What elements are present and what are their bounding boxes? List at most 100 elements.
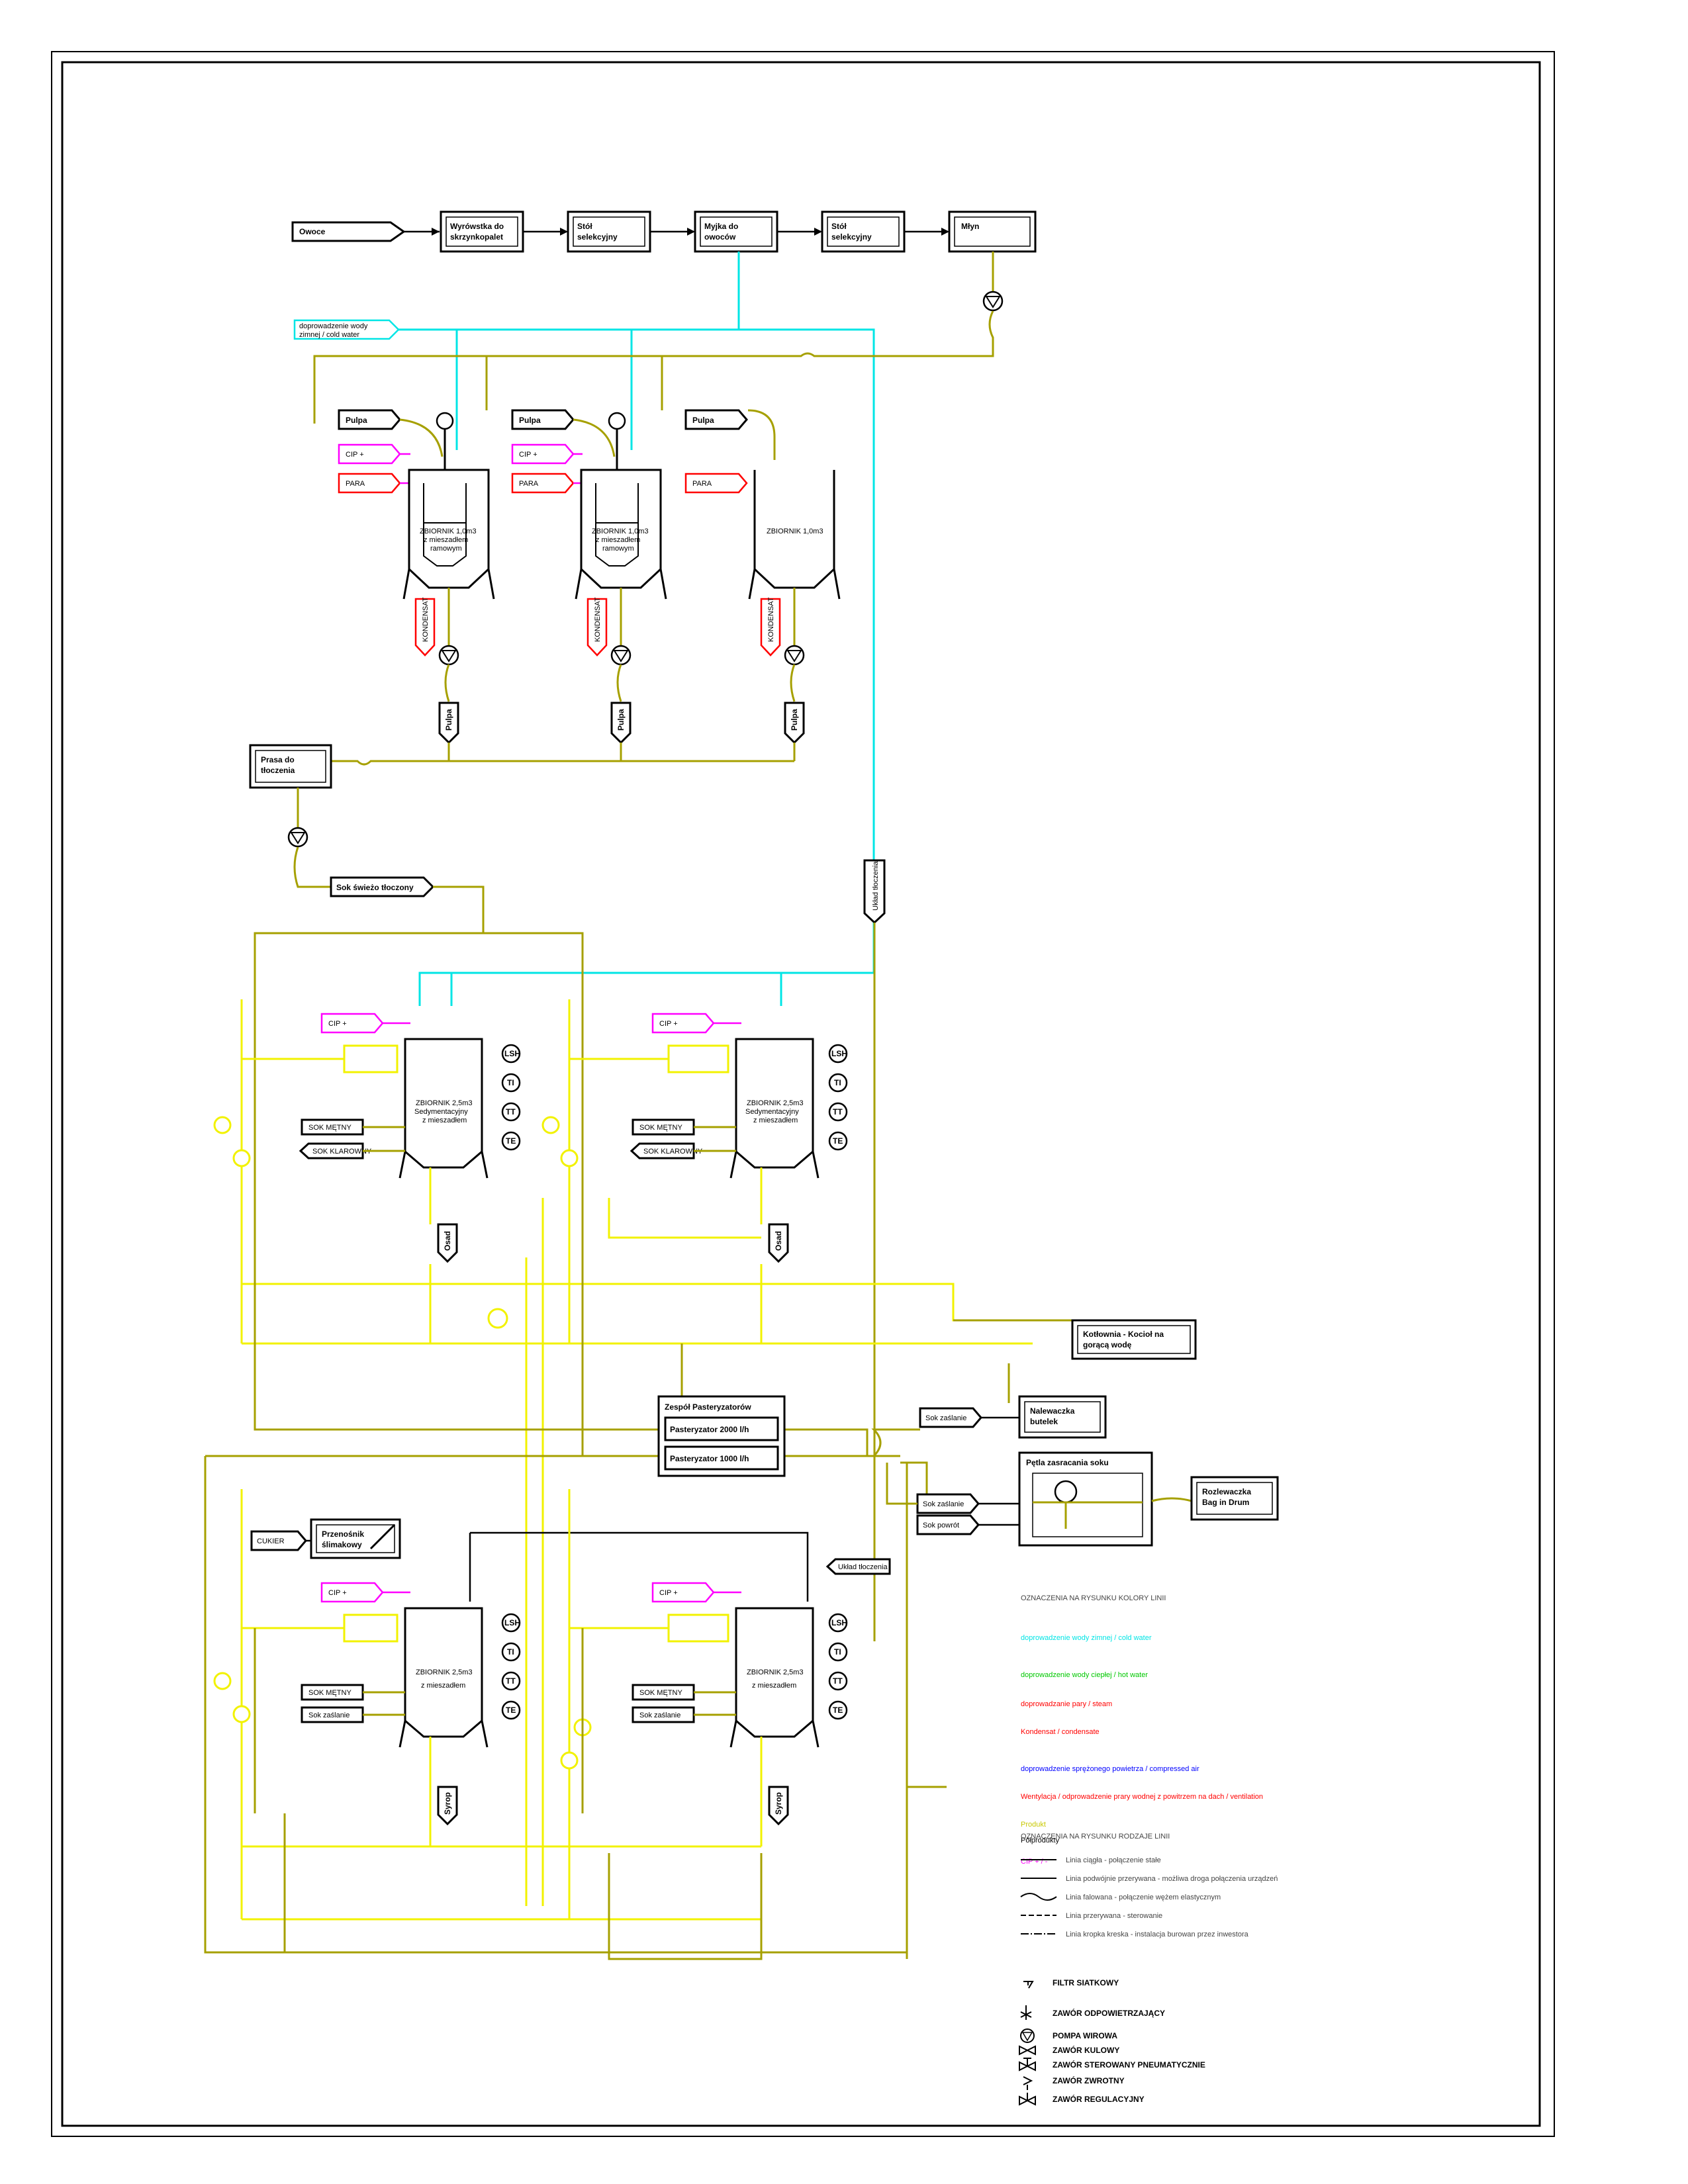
osad-2: Osad (774, 1231, 783, 1251)
pasteur-p2: Pasteryzator 1000 l/h (670, 1454, 749, 1463)
legend-symbol-4: ZAWÓR KULOWY (1053, 2045, 1119, 2055)
box-wyrowstka-l2: skrzynkopalet (450, 232, 503, 242)
right-tag-2: Sok zaślanie (923, 1500, 964, 1508)
legend-lines: OZNACZENIA NA RYSUNKU RODZAJE LINII Lini… (1020, 1833, 1278, 1938)
pasteur-p1: Pasteryzator 2000 l/h (670, 1425, 749, 1434)
sed-tank-1-l2: Sedymentacyjny (414, 1108, 468, 1116)
sugar-label: CUKIER (257, 1537, 285, 1545)
sok-metny-3: SOK MĘTNY (308, 1689, 352, 1697)
box-stol-1-l1: Stół (577, 222, 592, 231)
legend-line-4: Linia przerywana - sterowanie (1066, 1912, 1162, 1920)
pulp-tags: Pulpa Pulpa Pulpa (338, 409, 748, 457)
syrop-1: Syrop (443, 1792, 452, 1815)
instrument-stack: LSH TI TT TE (501, 1044, 521, 1151)
process-line: Owoce Wyrówstka do skrzynkopalet Stół se… (291, 210, 1037, 253)
sed-tank-1: CIP + ZBIORNIK 2,5m3 Sedymentacyjny z mi… (299, 1013, 521, 1263)
cip-tag-4: CIP + (659, 1020, 678, 1028)
pulp-tag-1: Pulpa (346, 416, 367, 425)
right-tag-3: Sok powrót (923, 1522, 959, 1529)
mix-tank-1: ZBIORNIK 1,0m3 z mieszadłem ramowym (402, 412, 495, 600)
legend-symbols: FILTR SIATKOWY ZAWÓR ODPOWIETRZAJĄCY POM… (1019, 1978, 1205, 2106)
instrument-ti-3: TI (507, 1647, 514, 1657)
kondensat-3: KONDENSAT (767, 597, 775, 642)
legend-symbol-1: FILTR SIATKOWY (1053, 1978, 1119, 1987)
instrument-tt-2: TT (833, 1107, 843, 1116)
bottling-l1: Nalewaczka (1030, 1406, 1075, 1416)
box-mlyn-label: Młyn (961, 222, 979, 231)
boiler-l2: gorącą wodę (1083, 1340, 1132, 1349)
instrument-stack: LSH TI TT TE (828, 1044, 848, 1151)
kondensat-tags: KONDENSAT KONDENSAT KONDENSAT (414, 597, 781, 657)
cip-para-row1: CIP + CIP + PARA PARA PARA (338, 443, 748, 494)
legend-color-item: doprowadzenie wody ciepłej / hot water (1021, 1671, 1148, 1679)
vent-valve-icon (1020, 2005, 1032, 2020)
final-tank-1: CIP + ZBIORNIK 2,5m3 z mieszadłem LSH TI… (301, 1582, 521, 1846)
mix-tank-2: ZBIORNIK 1,0m3 z mieszadłem ramowym (575, 412, 667, 600)
instrument-tt-3: TT (506, 1676, 516, 1686)
kondensat-2: KONDENSAT (594, 597, 602, 642)
legend-colors: OZNACZENIA NA RYSUNKU KOLORY LINII dopro… (1021, 1594, 1263, 1866)
instrument-lsh-1: LSH (504, 1049, 520, 1058)
pulp-out-1: Pulpa (444, 709, 453, 731)
legend-line-5: Linia kropka kreska - instalacja burowan… (1066, 1931, 1249, 1938)
right-equipment: Sok zaślanie Nalewaczka butelek Pętla za… (871, 1395, 1279, 1547)
press-l2: tłoczenia (261, 766, 295, 775)
para-tag-3: PARA (692, 480, 712, 488)
legend-symbol-6: ZAWÓR ZWROTNY (1053, 2075, 1125, 2085)
control-valve-icon (1019, 2093, 1036, 2106)
cip-tag-6: CIP + (659, 1589, 678, 1597)
box-wyrowstka (440, 210, 524, 253)
pasteurizer-group: Zespół Pasteryzatorów Pasteryzator 2000 … (657, 1395, 786, 1477)
box-myjka-l2: owoców (704, 232, 736, 242)
instrument-ti-1: TI (507, 1078, 514, 1087)
instrument-ti-4: TI (834, 1647, 841, 1657)
uklad-tag: Układ tłoczenia (838, 1563, 888, 1571)
bottling-l2: butelek (1030, 1417, 1058, 1426)
mix-tank-3-l1: ZBIORNIK 1,0m3 (767, 527, 823, 535)
sok-zaslanie-1: Sok zaślanie (308, 1711, 350, 1719)
bag-l1: Rozlewaczka (1202, 1487, 1251, 1496)
drawing-frame-outer (51, 51, 1555, 2137)
water-label-1: doprowadzenie wody (299, 322, 368, 330)
instrument-stack: LSH TI TT TE (501, 1613, 521, 1720)
pulp-tag-3: Pulpa (692, 416, 714, 425)
legend-colors-title: OZNACZENIA NA RYSUNKU KOLORY LINII (1021, 1594, 1166, 1602)
legend-color-item: Produkt (1021, 1821, 1046, 1829)
cip-tag-2: CIP + (519, 451, 538, 459)
cooling-pump-icon (1054, 1480, 1078, 1504)
drawing-frame-inner (61, 61, 1541, 2127)
pulp-distribution (313, 251, 1004, 460)
final-tank-1-l2: z mieszadłem (421, 1682, 465, 1690)
sok-klarowny-2: SOK KLAROWNY (643, 1148, 703, 1156)
check-valve-icon (1023, 2076, 1033, 2090)
motor-icon (608, 412, 626, 430)
pasteur-title: Zespół Pasteryzatorów (665, 1402, 751, 1412)
para-tag-1: PARA (346, 480, 365, 488)
legend-line-2: Linia podwójnie przerywana - możliwa dro… (1066, 1875, 1278, 1883)
bag-l2: Bag in Drum (1202, 1498, 1249, 1507)
final-tank-2: CIP + ZBIORNIK 2,5m3 z mieszadłem LSH TI… (632, 1582, 848, 1846)
osad-1: Osad (443, 1231, 452, 1251)
right-tag-1: Sok zaślanie (925, 1414, 966, 1422)
boiler: Kotłownia - Kocioł na gorącą wodę (953, 1319, 1197, 1360)
syrop-2: Syrop (774, 1792, 783, 1815)
mix-tank-3: ZBIORNIK 1,0m3 (748, 470, 841, 600)
sed-tank-2-l3: z mieszadłem (753, 1116, 798, 1124)
box-stol-2 (821, 210, 906, 253)
legend-line-1: Linia ciągła - połączenie stałe (1066, 1856, 1161, 1864)
sok-zaslanie-2: Sok zaślanie (639, 1711, 680, 1719)
cip-vertical: Układ tłoczenia (863, 859, 886, 1641)
conveyor-l2: ślimakowy (322, 1540, 362, 1549)
motor-icon (436, 412, 454, 430)
pump-hotwater-icon (487, 1308, 508, 1329)
pulp-out-2: Pulpa (616, 709, 626, 731)
legend-symbol-3: POMPA WIROWA (1053, 2031, 1117, 2040)
sed-tank-1-l1: ZBIORNIK 2,5m3 (416, 1099, 473, 1107)
cip-tag-3: CIP + (328, 1020, 347, 1028)
box-stol-2-l1: Stół (831, 222, 847, 231)
legend-color-item: Wentylacja / odprowadzenie prary wodnej … (1021, 1793, 1263, 1801)
instrument-ti-2: TI (834, 1078, 841, 1087)
cip-tag-5: CIP + (328, 1589, 347, 1597)
instrument-stack: LSH TI TT TE (828, 1613, 848, 1720)
